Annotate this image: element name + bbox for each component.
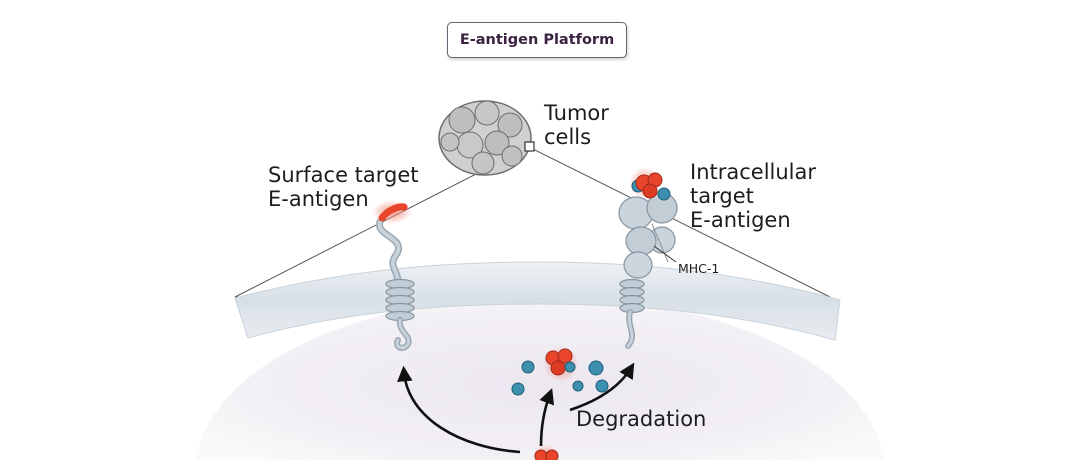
- title-box: E-antigen Platform: [447, 22, 627, 58]
- presented-antigen: [629, 167, 671, 201]
- degradation-label: Degradation: [576, 407, 707, 431]
- arrow-to-mhc: [569, 362, 635, 412]
- tumor-cells-icon: [438, 100, 532, 176]
- mhc-leader-line: [653, 245, 677, 263]
- surface-label: Surface target E-antigen: [268, 163, 419, 211]
- degradation-fragments: [511, 346, 609, 396]
- antigen-source: [532, 444, 560, 460]
- diagram-title: E-antigen Platform: [459, 32, 615, 48]
- surface-label-line-1: Surface target: [268, 163, 419, 187]
- zoom-marker: [524, 141, 535, 152]
- arrow-to-surface: [397, 365, 521, 454]
- cell-membrane: [234, 261, 841, 341]
- arrow-to-degradation: [539, 388, 555, 447]
- surface-receptor: [372, 200, 415, 351]
- mhc-label: MHC-1: [678, 261, 720, 276]
- intracellular-label-line-2: target: [690, 184, 754, 208]
- tumor-label-line-1: Tumor: [544, 101, 609, 125]
- intracellular-label-line-1: Intracellular: [690, 160, 817, 184]
- surface-label-line-2: E-antigen: [268, 187, 369, 211]
- cell-interior: [195, 292, 885, 460]
- mhc-1-complex: [618, 192, 678, 349]
- intracellular-label-line-3: E-antigen: [690, 208, 791, 232]
- tumor-label-line-2: cells: [544, 125, 592, 149]
- intracellular-label: Intracellular target E-antigen: [690, 160, 816, 232]
- tumor-label: Tumor cells: [544, 101, 609, 149]
